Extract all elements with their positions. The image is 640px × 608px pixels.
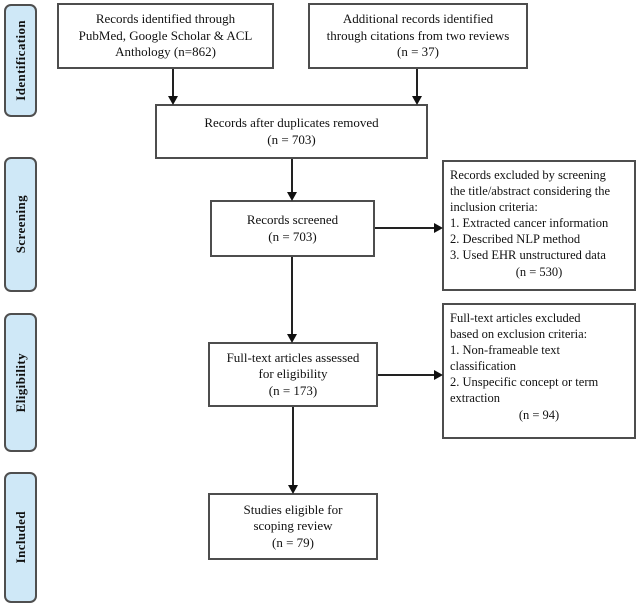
box-fulltext-excluded: Full-text articles excluded based on exc… (442, 303, 636, 439)
box-records-screened: Records screened (n = 703) (210, 200, 375, 257)
arrow-head-down-icon (288, 485, 298, 494)
box-fulltext-assessed: Full-text articles assessed for eligibil… (208, 342, 378, 407)
arrow-head-down-icon (287, 192, 297, 201)
stage-identification-label: Identification (12, 20, 28, 101)
box-records-excluded-screening-text: Records excluded by screening the title/… (450, 168, 611, 262)
box-additional-records: Additional records identified through ci… (308, 3, 528, 69)
box-additional-records-text: Additional records identified through ci… (326, 11, 510, 60)
stage-eligibility-label: Eligibility (12, 352, 28, 413)
arrow-line (416, 69, 418, 97)
box-fulltext-assessed-text: Full-text articles assessed for eligibil… (226, 349, 360, 398)
box-duplicates-removed-text: Records after duplicates removed (n = 70… (204, 115, 379, 147)
stage-screening-label: Screening (12, 195, 28, 254)
stage-identification: Identification (4, 4, 37, 117)
arrow-line (292, 407, 294, 486)
box-records-screened-text: Records screened (n = 703) (246, 212, 339, 244)
box-records-excluded-screening-count: (n = 530) (515, 265, 563, 279)
arrow-head-right-icon (434, 370, 443, 380)
stage-screening: Screening (4, 157, 37, 292)
arrow-line (378, 374, 434, 376)
box-records-identified-text: Records identified through PubMed, Googl… (78, 11, 253, 60)
arrow-head-down-icon (412, 96, 422, 105)
box-duplicates-removed: Records after duplicates removed (n = 70… (155, 104, 428, 159)
arrow-line (375, 227, 434, 229)
arrow-head-down-icon (168, 96, 178, 105)
box-studies-eligible-text: Studies eligible for scoping review (n =… (243, 501, 343, 550)
box-studies-eligible: Studies eligible for scoping review (n =… (208, 493, 378, 560)
arrow-line (172, 69, 174, 97)
arrow-line (291, 257, 293, 335)
stage-included: Included (4, 472, 37, 603)
box-fulltext-excluded-count: (n = 94) (518, 408, 560, 422)
box-fulltext-excluded-text: Full-text articles excluded based on exc… (450, 311, 599, 405)
arrow-head-right-icon (434, 223, 443, 233)
arrow-line (291, 159, 293, 193)
box-records-identified: Records identified through PubMed, Googl… (57, 3, 274, 69)
box-records-excluded-screening: Records excluded by screening the title/… (442, 160, 636, 291)
stage-eligibility: Eligibility (4, 313, 37, 452)
stage-included-label: Included (12, 511, 28, 564)
arrow-head-down-icon (287, 334, 297, 343)
